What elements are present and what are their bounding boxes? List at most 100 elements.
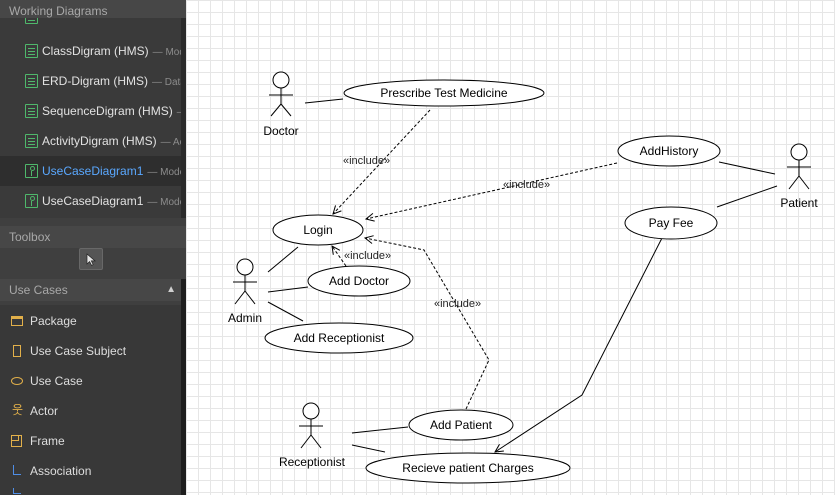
use-cases-scrollbar[interactable] [181, 279, 186, 495]
association-receptionist-add-patient[interactable] [351, 426, 409, 434]
associations [267, 98, 778, 453]
use-case-add-doctor[interactable]: Add Doctor [307, 265, 411, 297]
association-payfee-charges[interactable] [495, 237, 663, 452]
working-diagrams-header[interactable]: Working Diagrams [0, 0, 186, 22]
tool-label: Use Case Subject [30, 344, 127, 358]
include-prescribe-login[interactable] [333, 109, 431, 214]
sidebar: Working Diagrams ClassDigram (HMS)— Mode… [0, 0, 186, 495]
tool-label: Association [30, 464, 92, 478]
actor-label-admin: Admin [228, 311, 262, 325]
working-diagram-label: ActivityDigram (HMS) [42, 134, 157, 148]
diagram-canvas[interactable]: «include» «include» «include» «include» … [186, 0, 835, 495]
use-case-icon [11, 377, 23, 385]
use-case-label: AddHistory [640, 144, 699, 158]
tool-label: Frame [30, 434, 65, 448]
erd-diagram-icon [25, 74, 38, 88]
working-diagram-sub: — Data [152, 77, 181, 88]
frame-icon [11, 435, 22, 447]
include-dependencies [332, 109, 618, 410]
working-diagrams-scrollbar[interactable] [181, 18, 186, 218]
tool-label: Package [30, 314, 77, 328]
use-cases-title: Use Cases [9, 283, 68, 297]
include-label: «include» [343, 155, 390, 167]
working-diagram-item[interactable]: ActivityDigram (HMS)— Ac [0, 126, 181, 156]
use-cases-header[interactable]: Use Cases ▲ [0, 279, 186, 301]
toolbox-header[interactable]: Toolbox [0, 226, 186, 248]
directed-association-icon [13, 488, 21, 494]
tool-label: Actor [30, 404, 59, 418]
tool-label: Use Case [30, 374, 83, 388]
activity-diagram-icon [25, 134, 38, 148]
tool-actor[interactable]: 웃 Actor [0, 396, 181, 426]
diagram-icon [25, 18, 38, 24]
class-diagram-icon [25, 44, 38, 58]
tool-package[interactable]: Package [0, 306, 181, 336]
include-addhistory-login[interactable] [366, 162, 618, 219]
use-case-receive-charges[interactable]: Recieve patient Charges [365, 452, 571, 484]
use-case-label: Add Patient [430, 418, 493, 432]
use-case-label: Pay Fee [649, 216, 694, 230]
association-admin-login[interactable] [267, 246, 299, 273]
working-diagram-label: ERD-Digram (HMS) [42, 74, 148, 88]
use-case-add-patient[interactable]: Add Patient [408, 409, 514, 441]
include-label: «include» [434, 298, 481, 310]
tool-association[interactable]: Association [0, 456, 181, 486]
tool-frame[interactable]: Frame [0, 426, 181, 456]
use-case-label: Recieve patient Charges [402, 461, 533, 475]
sequence-diagram-icon [25, 104, 38, 118]
actor-admin[interactable] [233, 258, 257, 305]
actor-label-receptionist: Receptionist [279, 455, 346, 469]
working-diagram-item[interactable]: ERD-Digram (HMS) — Data [0, 66, 181, 96]
actor-label-patient: Patient [780, 196, 818, 210]
include-adddoctor-login[interactable] [332, 246, 347, 267]
association-patient-addhistory[interactable] [718, 161, 776, 175]
include-label: «include» [344, 250, 391, 262]
actor-patient[interactable] [787, 143, 811, 190]
tool-use-case[interactable]: Use Case [0, 366, 181, 396]
tool-partial [0, 486, 181, 495]
use-case-pay-fee[interactable]: Pay Fee [624, 206, 718, 240]
use-case-label: Add Receptionist [294, 331, 385, 345]
use-case-label: Add Doctor [329, 274, 389, 288]
working-diagram-item[interactable]: UseCaseDiagram1— Mode [0, 186, 181, 216]
working-diagram-label: ClassDigram (HMS) [42, 44, 149, 58]
use-case-subject-icon [13, 345, 21, 357]
collapse-arrow-icon[interactable]: ▲ [166, 284, 176, 295]
package-icon [11, 316, 23, 326]
pointer-icon [86, 253, 96, 266]
working-diagram-sub: — Mode [147, 197, 181, 208]
select-tool-button[interactable] [79, 248, 103, 270]
use-case-label: Login [303, 223, 332, 237]
use-case-prescribe[interactable]: Prescribe Test Medicine [343, 79, 545, 107]
include-label: «include» [503, 179, 550, 191]
include-labels: «include» «include» «include» «include» [343, 155, 550, 310]
actor-icon: 웃 [12, 403, 24, 417]
association-admin-add-doctor[interactable] [267, 286, 309, 293]
working-diagram-label: UseCaseDiagram1 [42, 164, 144, 178]
use-case-diagram: «include» «include» «include» «include» … [228, 71, 818, 484]
working-diagram-item[interactable]: SequenceDigram (HMS)— [0, 96, 181, 126]
use-case-add-receptionist[interactable]: Add Receptionist [264, 322, 414, 354]
working-diagram-sub: — Mode [147, 167, 181, 178]
include-addpatient-login[interactable] [365, 238, 490, 410]
use-case-label: Prescribe Test Medicine [380, 86, 507, 100]
working-diagram-sub: — Mode [152, 47, 181, 58]
association-doctor-prescribe[interactable] [304, 98, 344, 104]
actor-doctor[interactable] [269, 71, 293, 117]
use-cases-tool-list: Package Use Case Subject Use Case 웃 Acto… [0, 305, 181, 495]
working-diagrams-list: ClassDigram (HMS)— Mode ERD-Digram (HMS)… [0, 18, 181, 218]
working-diagram-item[interactable]: ClassDigram (HMS)— Mode [0, 36, 181, 66]
use-case-diagram-icon [25, 164, 38, 178]
actor-label-doctor: Doctor [263, 124, 298, 138]
working-diagram-label: UseCaseDiagram1 [42, 194, 144, 208]
association-patient-payfee[interactable] [716, 185, 778, 208]
association-icon [13, 465, 21, 475]
use-case-login[interactable]: Login [272, 214, 364, 246]
actor-receptionist[interactable] [299, 402, 323, 449]
working-diagram-partial[interactable] [0, 18, 181, 32]
tool-use-case-subject[interactable]: Use Case Subject [0, 336, 181, 366]
association-receptionist-charges[interactable] [351, 444, 386, 453]
use-case-add-history[interactable]: AddHistory [617, 135, 721, 167]
association-admin-add-receptionist[interactable] [267, 301, 304, 322]
working-diagram-item-active[interactable]: UseCaseDiagram1— Mode [0, 156, 181, 186]
